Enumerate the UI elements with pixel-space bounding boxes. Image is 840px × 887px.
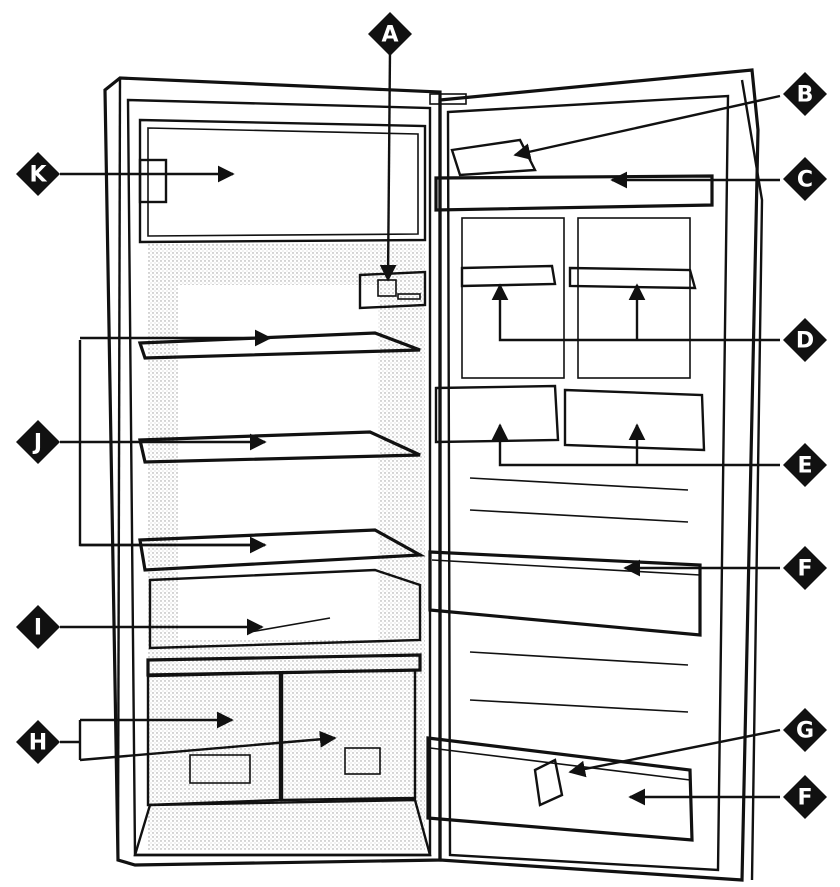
label-e: E [783, 443, 827, 487]
freezer-latch [138, 158, 168, 204]
door-rib-1 [469, 477, 689, 491]
leader-e-left [491, 423, 780, 467]
label-f-lower: F [783, 775, 827, 819]
label-e-text: E [797, 454, 812, 479]
door [426, 68, 764, 882]
crisper-handle-left [189, 754, 251, 784]
label-h-text: H [29, 731, 47, 756]
door-shelf-lower-lip [429, 747, 691, 781]
door-bin-right [563, 388, 706, 452]
label-g: G [783, 708, 827, 752]
leader-d-left [491, 283, 780, 342]
label-a: A [368, 12, 412, 56]
can-holder-left [460, 264, 557, 288]
label-c: C [783, 157, 827, 201]
door-edge [740, 79, 764, 881]
humidity-control [344, 747, 381, 775]
temperature-control [358, 270, 427, 310]
door-rib-2 [469, 509, 689, 523]
butter-compartment [450, 138, 537, 177]
label-i-text: I [34, 616, 42, 641]
leader-b [513, 94, 781, 160]
back-wall-panel [178, 285, 378, 640]
label-b-text: B [797, 83, 814, 108]
label-c-text: C [797, 168, 813, 193]
shelf-2 [138, 430, 421, 464]
callout-lines [60, 49, 781, 806]
door-shelf-lower [426, 736, 694, 842]
label-d: D [783, 318, 827, 362]
shelf-1 [137, 331, 421, 360]
crisper-drawer-right [280, 668, 417, 802]
door-shelf-upper-lip [431, 559, 701, 576]
label-a-text: A [381, 23, 398, 48]
cabinet [103, 76, 467, 867]
door-bin-left [434, 384, 560, 444]
cabinet-base [133, 798, 432, 857]
leader-h-bottom [79, 730, 337, 762]
label-k-text: K [29, 163, 47, 188]
door-liner [446, 94, 730, 872]
crisper-cover [148, 568, 422, 650]
label-b: B [783, 72, 827, 116]
label-j: J [16, 420, 60, 464]
label-f-lower-text: F [797, 786, 812, 811]
label-badges: A B C D E F G F [16, 12, 827, 819]
cabinet-side-edge [116, 77, 122, 861]
label-k: K [16, 152, 60, 196]
door-panel-left [461, 217, 565, 379]
door-panel-right [577, 217, 691, 379]
crisper-lid [146, 653, 422, 677]
label-i: I [16, 605, 60, 649]
shelf-3 [138, 528, 426, 572]
door-outline [438, 68, 760, 882]
can-holder-right [568, 266, 697, 290]
freezer-inner [147, 127, 419, 237]
label-h: H [16, 720, 60, 764]
label-f-upper-text: F [797, 557, 812, 582]
label-d-text: D [796, 329, 814, 354]
label-j-text: J [32, 431, 42, 456]
leader-a [379, 49, 397, 282]
leader-g [568, 728, 781, 778]
door-rib-4 [469, 699, 689, 713]
control-slot [397, 293, 421, 300]
crisper-drawer-left [146, 671, 282, 807]
label-f-upper: F [783, 546, 827, 590]
door-shelf-upper [428, 550, 702, 637]
door-rib-3 [469, 651, 689, 666]
bottle-retainer [533, 758, 564, 807]
label-g-text: G [796, 719, 814, 744]
freezer-compartment [138, 118, 427, 244]
